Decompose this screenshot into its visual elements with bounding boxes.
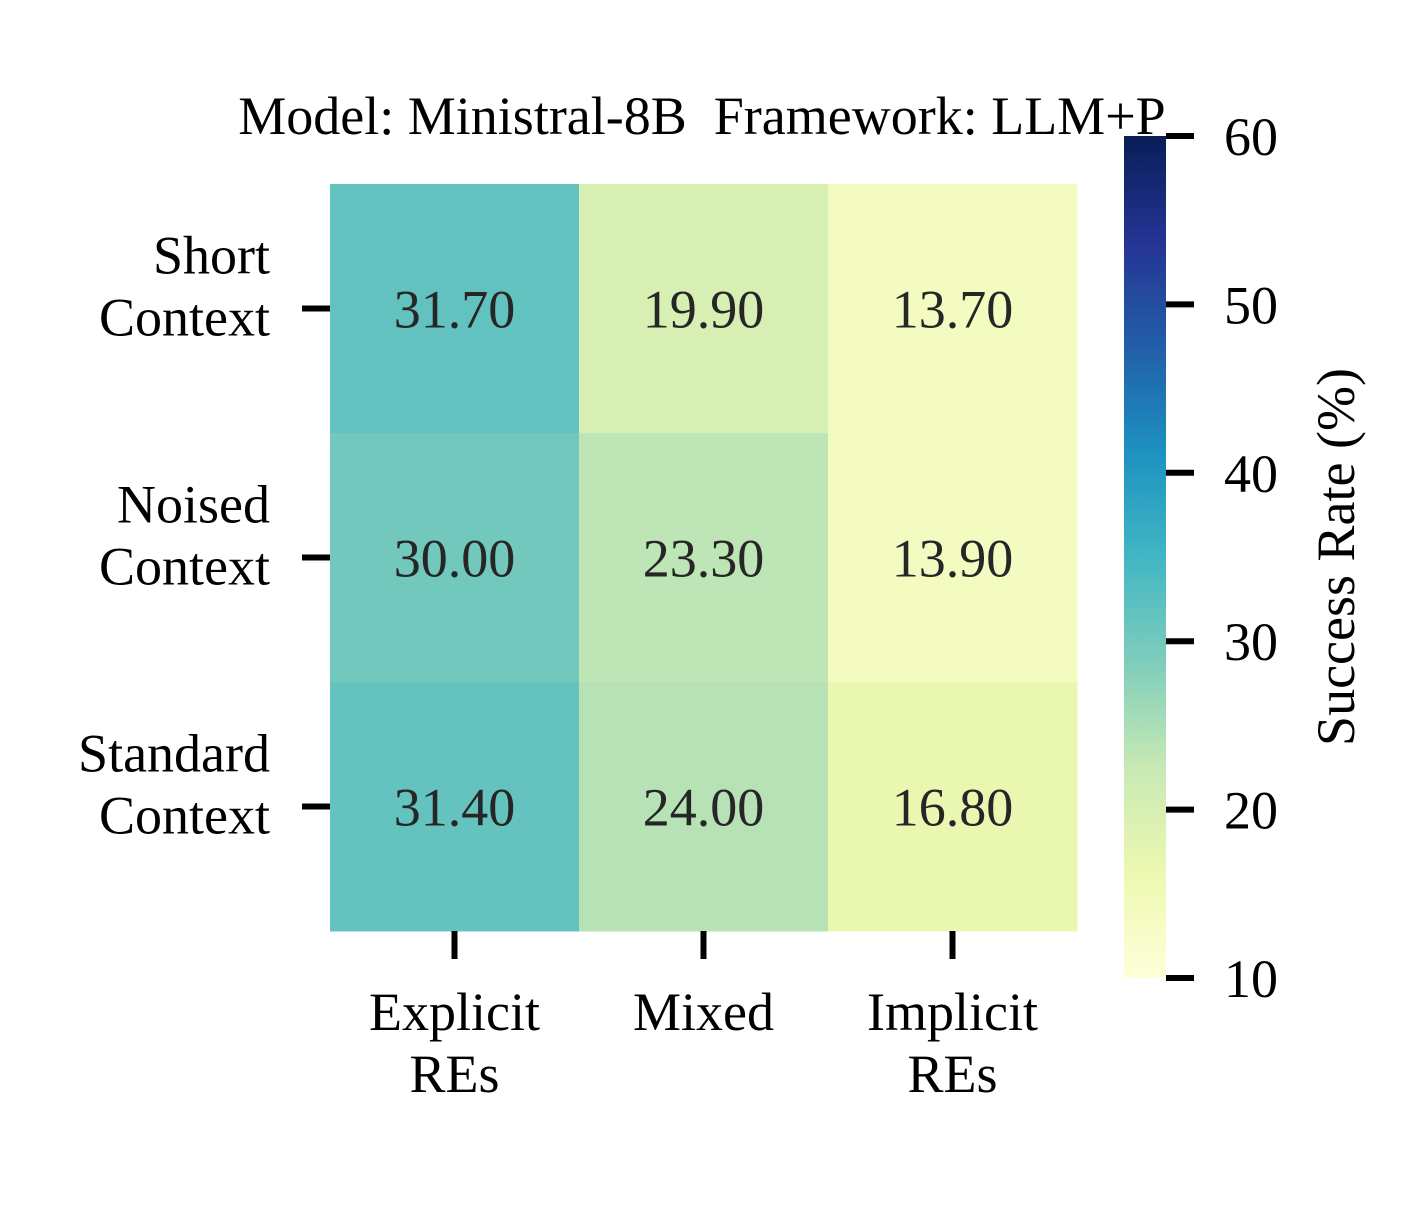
cell-value-label: 13.70 xyxy=(892,280,1014,340)
x-tick-label: Explicit xyxy=(369,982,540,1042)
colorbar-tick-label: 20 xyxy=(1224,781,1278,841)
colorbar-tick-label: 30 xyxy=(1224,612,1278,672)
colorbar-label: Success Rate (%) xyxy=(1306,368,1366,746)
y-tick-label: Standard xyxy=(78,724,270,784)
heatmap-cell xyxy=(828,184,1078,434)
chart-title: Model: Ministral-8B Framework: LLM+P xyxy=(238,86,1165,146)
heatmap-cells: 31.70 19.90 13.70 30.00 23.30 13.90 31.40 24.00… xyxy=(330,184,1078,932)
heatmap-cell xyxy=(579,184,829,434)
heatmap-cell xyxy=(828,682,1078,932)
colorbar-tick-label: 60 xyxy=(1224,107,1278,167)
cell-value-label: 30.00 xyxy=(394,529,516,589)
y-tick-label: Context xyxy=(99,288,270,348)
x-tick-label: Implicit xyxy=(867,982,1038,1042)
heatmap-cell xyxy=(579,433,829,683)
colorbar-gradient xyxy=(1124,136,1166,978)
heatmap-cell xyxy=(330,682,580,932)
colorbar-tick-label: 50 xyxy=(1224,275,1278,335)
heatmap-cell xyxy=(579,682,829,932)
cell-value-label: 24.00 xyxy=(643,778,765,838)
x-tick-label: Mixed xyxy=(633,982,774,1042)
y-tick-label: Context xyxy=(99,537,270,597)
colorbar-tick-label: 40 xyxy=(1224,444,1278,504)
y-tick-label: Short xyxy=(153,226,270,286)
x-tick-label: REs xyxy=(409,1044,499,1104)
cell-value-label: 19.90 xyxy=(643,280,765,340)
heatmap-cell xyxy=(330,433,580,683)
cell-value-label: 31.70 xyxy=(394,280,516,340)
y-tick-label: Context xyxy=(99,786,270,846)
cell-value-label: 16.80 xyxy=(892,778,1014,838)
x-tick-label: REs xyxy=(907,1044,997,1104)
heatmap-cell xyxy=(330,184,580,434)
y-tick-label: Noised xyxy=(117,475,270,535)
cell-value-label: 31.40 xyxy=(394,778,516,838)
colorbar-tick-label: 10 xyxy=(1224,949,1278,1009)
cell-value-label: 13.90 xyxy=(892,529,1014,589)
heatmap-cell xyxy=(828,433,1078,683)
cell-value-label: 23.30 xyxy=(643,529,765,589)
